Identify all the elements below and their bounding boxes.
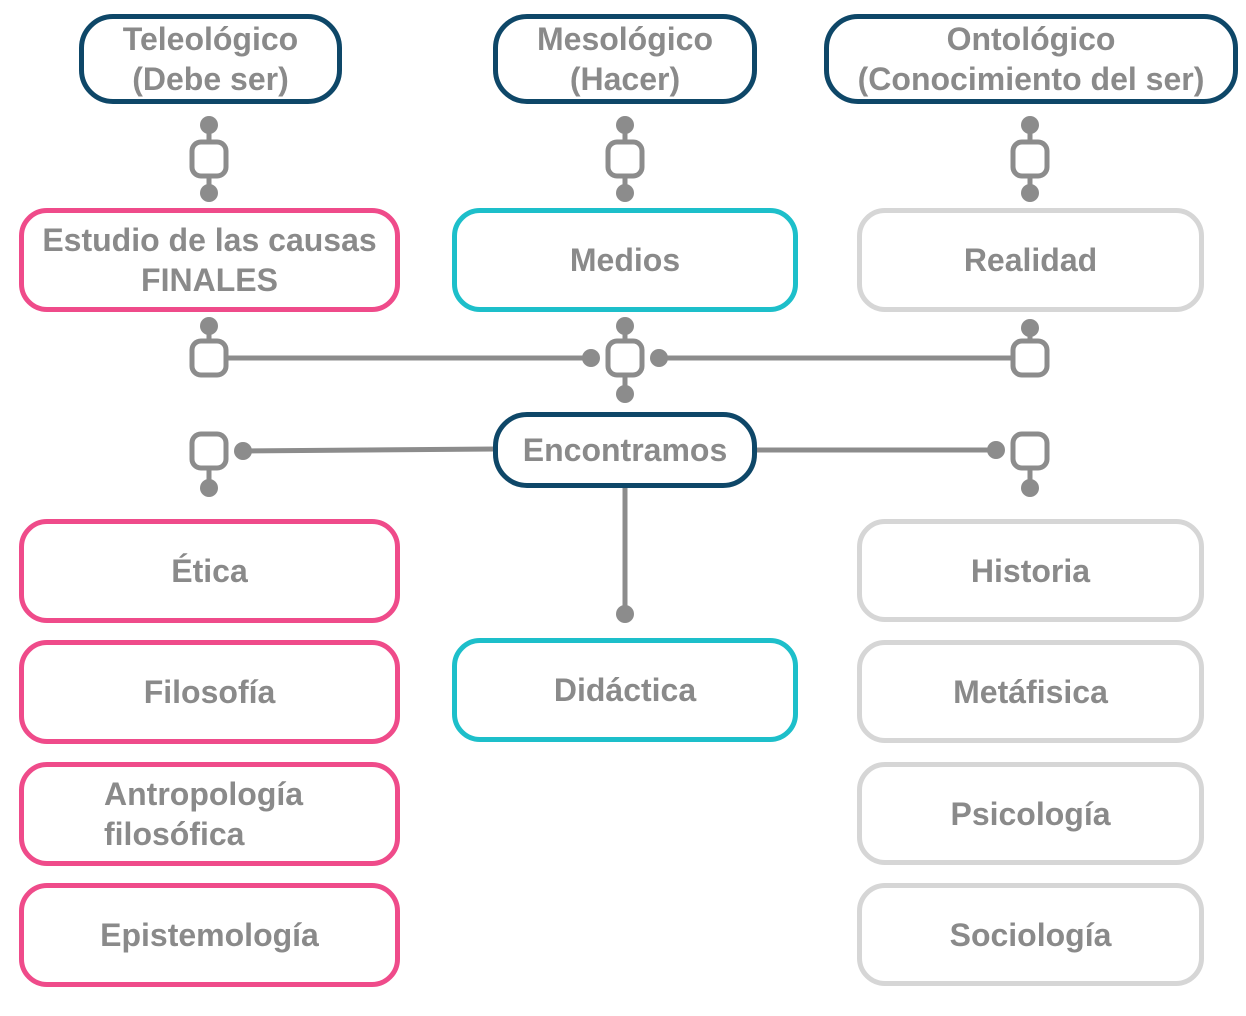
connector-dot xyxy=(200,116,218,134)
connector-dot xyxy=(234,442,252,460)
estudio-causas-line2: FINALES xyxy=(141,262,278,298)
metafisica-label: Metáfisica xyxy=(953,673,1108,710)
connector-dot xyxy=(650,349,668,367)
connector-dot xyxy=(1021,319,1039,337)
connector-dot xyxy=(200,184,218,202)
connector-dot xyxy=(616,184,634,202)
connector-dot xyxy=(616,385,634,403)
historia-box: Historia xyxy=(857,519,1204,622)
metafisica-box: Metáfisica xyxy=(857,640,1204,743)
encontramos-label: Encontramos xyxy=(522,432,728,468)
antropologia-line2: filosófica xyxy=(104,816,245,852)
connector-dot xyxy=(200,479,218,497)
didactica-label: Didáctica xyxy=(553,672,697,708)
realidad-label: Realidad xyxy=(963,242,1098,278)
psicologia-label: Psicología xyxy=(950,795,1111,832)
encontramos-box: Encontramos xyxy=(493,412,757,488)
etica-box: Ética xyxy=(19,519,400,623)
connector-center-to-left xyxy=(242,446,497,454)
sociologia-box: Sociología xyxy=(857,883,1204,986)
epistemologia-box: Epistemología xyxy=(19,883,400,987)
connector-dot xyxy=(200,317,218,335)
filosofia-box: Filosofía xyxy=(19,640,400,744)
filosofia-label: Filosofía xyxy=(143,674,276,710)
connector-dot xyxy=(582,349,600,367)
ontologico-subtitle: (Conocimiento del ser) xyxy=(857,61,1205,97)
teleologico-box: Teleológico (Debe ser) xyxy=(79,14,342,104)
connector-dot xyxy=(616,317,634,335)
mesologico-box: Mesológico (Hacer) xyxy=(493,14,757,104)
node-icon xyxy=(189,139,229,179)
teleologico-subtitle: (Debe ser) xyxy=(132,61,289,97)
node-icon xyxy=(605,338,645,378)
etica-label: Ética xyxy=(171,553,248,589)
estudio-causas-box: Estudio de las causas FINALES xyxy=(19,208,400,312)
connector-dot xyxy=(616,605,634,623)
node-icon xyxy=(1010,431,1050,471)
connector-dot xyxy=(1021,479,1039,497)
antropologia-line1: Antropología xyxy=(104,776,304,812)
node-icon xyxy=(605,139,645,179)
sociologia-label: Sociología xyxy=(949,916,1112,953)
historia-label: Historia xyxy=(970,552,1091,589)
connector-dot xyxy=(987,441,1005,459)
epistemologia-label: Epistemología xyxy=(100,917,319,953)
medios-box: Medios xyxy=(452,208,798,312)
connector-dot xyxy=(616,116,634,134)
mesologico-subtitle: (Hacer) xyxy=(569,61,681,97)
medios-label: Medios xyxy=(569,242,681,278)
node-icon xyxy=(1010,139,1050,179)
mesologico-title: Mesológico xyxy=(536,21,713,57)
connector-dot xyxy=(1021,184,1039,202)
ontologico-title: Ontológico xyxy=(946,21,1116,57)
node-icon xyxy=(189,338,229,378)
teleologico-title: Teleológico xyxy=(122,21,299,57)
connector-dot xyxy=(1021,116,1039,134)
node-icon xyxy=(189,431,229,471)
psicologia-box: Psicología xyxy=(857,762,1204,865)
node-icon xyxy=(1010,338,1050,378)
didactica-box: Didáctica xyxy=(452,638,798,742)
estudio-causas-line1: Estudio de las causas xyxy=(42,222,377,258)
realidad-box: Realidad xyxy=(857,208,1204,312)
antropologia-box: Antropología filosófica xyxy=(19,762,400,866)
ontologico-box: Ontológico (Conocimiento del ser) xyxy=(824,14,1238,104)
